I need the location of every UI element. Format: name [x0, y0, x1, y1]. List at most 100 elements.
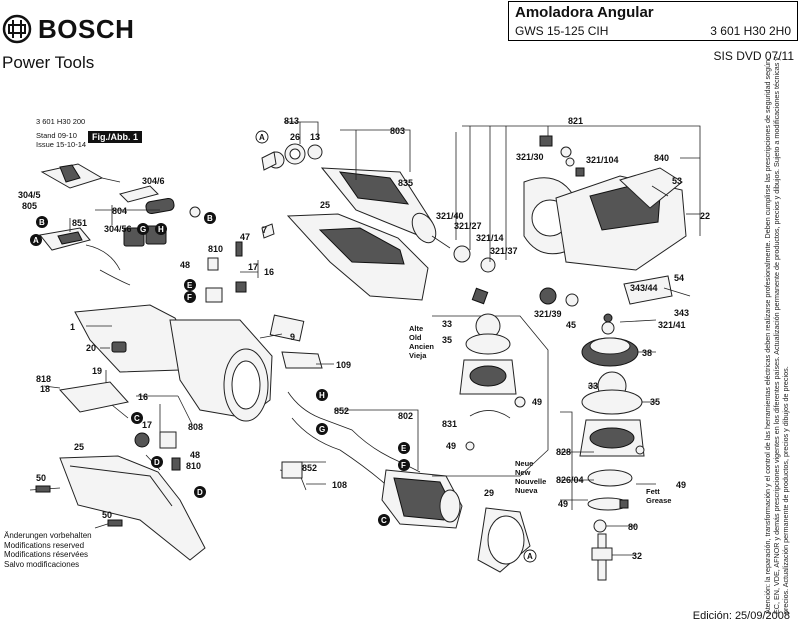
svg-text:835: 835: [398, 178, 413, 188]
part-304-6-brush: [119, 185, 201, 218]
svg-text:321/14: 321/14: [476, 233, 504, 243]
part-851-electronic-module: [39, 227, 131, 286]
svg-text:D: D: [154, 458, 160, 467]
svg-text:321/40: 321/40: [436, 211, 464, 221]
svg-text:810: 810: [208, 244, 223, 254]
svg-text:53: 53: [672, 176, 682, 186]
part-321-40-ring: [453, 245, 471, 263]
svg-text:38: 38: [642, 348, 652, 358]
svg-text:48: 48: [190, 450, 200, 460]
svg-text:321/39: 321/39: [534, 309, 562, 319]
part-808-group: [134, 431, 181, 471]
callout-f-2: F: [398, 459, 410, 471]
svg-text:1: 1: [70, 322, 75, 332]
new-variant-stack: [579, 371, 645, 581]
old-variant-label: Alte Old Ancien Vieja: [409, 324, 434, 360]
svg-text:108: 108: [332, 480, 347, 490]
callout-e-2: E: [398, 442, 410, 454]
modifications-de: Änderungen vorbehalten: [4, 531, 92, 540]
svg-text:20: 20: [86, 343, 96, 353]
svg-text:Old: Old: [409, 333, 422, 342]
svg-text:Nueva: Nueva: [515, 486, 538, 495]
bosch-logo-icon: [2, 14, 32, 44]
svg-text:343: 343: [674, 308, 689, 318]
svg-text:New: New: [515, 468, 531, 477]
part-20-screw: [105, 341, 127, 385]
svg-text:821: 821: [568, 116, 583, 126]
callout-a-bottom: A: [523, 549, 537, 563]
svg-text:Vieja: Vieja: [409, 351, 427, 360]
svg-text:818: 818: [36, 374, 51, 384]
svg-text:E: E: [401, 444, 407, 453]
grease-label: Fett Grease: [646, 487, 671, 505]
svg-text:Ancien: Ancien: [409, 342, 434, 351]
svg-text:Grease: Grease: [646, 496, 671, 505]
part-321-39-bearing: [539, 287, 579, 307]
svg-text:828: 828: [556, 447, 571, 457]
svg-text:852: 852: [334, 406, 349, 416]
svg-text:A: A: [259, 133, 265, 142]
svg-text:26: 26: [290, 132, 300, 142]
callout-g-2: G: [316, 423, 328, 435]
svg-text:321/30: 321/30: [516, 152, 544, 162]
modifications-fr: Modifications réservées: [4, 550, 89, 559]
part-852-wiring: [279, 391, 421, 491]
svg-text:35: 35: [442, 335, 452, 345]
modifications-note: Änderungen vorbehalten Modifications res…: [4, 531, 92, 569]
part-bracket: [471, 287, 489, 305]
svg-text:F: F: [401, 461, 406, 470]
callout-c-1: C: [131, 412, 143, 424]
svg-text:304/6: 304/6: [142, 176, 165, 186]
svg-text:29: 29: [484, 488, 494, 498]
svg-text:813: 813: [284, 116, 299, 126]
new-variant-label: Neue New Nouvelle Nueva: [515, 459, 546, 495]
svg-text:49: 49: [676, 480, 686, 490]
svg-text:33: 33: [442, 319, 452, 329]
modifications-en: Modifications reserved: [4, 540, 85, 550]
callout-c-2: C: [378, 514, 390, 526]
brand-name: BOSCH: [38, 14, 135, 44]
callout-e-1: E: [184, 279, 196, 291]
svg-text:50: 50: [102, 510, 112, 520]
svg-text:Alte: Alte: [409, 324, 423, 333]
leader-lines: [43, 121, 701, 556]
svg-text:32: 32: [632, 551, 642, 561]
svg-text:321/41: 321/41: [658, 320, 686, 330]
part-18-rail: [59, 381, 129, 419]
svg-text:54: 54: [674, 273, 684, 283]
callout-d-1: D: [151, 456, 163, 468]
svg-text:18: 18: [40, 384, 50, 394]
part-821-guard-assembly: [523, 135, 687, 271]
svg-text:831: 831: [442, 419, 457, 429]
callout-a-top: A: [255, 130, 269, 144]
svg-text:47: 47: [240, 232, 250, 242]
stand-date: Stand 09-10: [36, 131, 77, 140]
part-835-armature: [320, 167, 451, 249]
callout-h-1: H: [155, 223, 167, 235]
svg-text:80: 80: [628, 522, 638, 532]
svg-text:321/37: 321/37: [490, 246, 518, 256]
svg-text:C: C: [134, 414, 140, 423]
svg-text:D: D: [197, 488, 203, 497]
part-813-bearing-set: [261, 143, 323, 171]
side-disclaimer: Atención: la reparación, transformación …: [763, 57, 790, 614]
svg-text:B: B: [39, 218, 45, 227]
svg-text:A: A: [527, 552, 533, 561]
issue-date: Issue 15-10-14: [36, 140, 87, 149]
svg-text:16: 16: [138, 392, 148, 402]
model-name: GWS 15-125 CIH: [515, 24, 609, 38]
svg-text:H: H: [319, 391, 325, 400]
title-box: Amoladora Angular GWS 15-125 CIH 3 601 H…: [508, 1, 798, 41]
svg-text:22: 22: [700, 211, 710, 221]
figure-label: Fig./Abb. 1: [88, 131, 142, 143]
svg-text:343/44: 343/44: [630, 283, 658, 293]
svg-text:321/27: 321/27: [454, 221, 482, 231]
svg-text:Neue: Neue: [515, 459, 533, 468]
callout-b-2: B: [204, 212, 216, 224]
product-title: Amoladora Angular: [515, 4, 654, 21]
part-109-cap: [281, 351, 323, 369]
part-38-bevel-gear: [581, 313, 639, 367]
part-53-screw: [651, 185, 669, 197]
callout-g-1: G: [137, 223, 149, 235]
